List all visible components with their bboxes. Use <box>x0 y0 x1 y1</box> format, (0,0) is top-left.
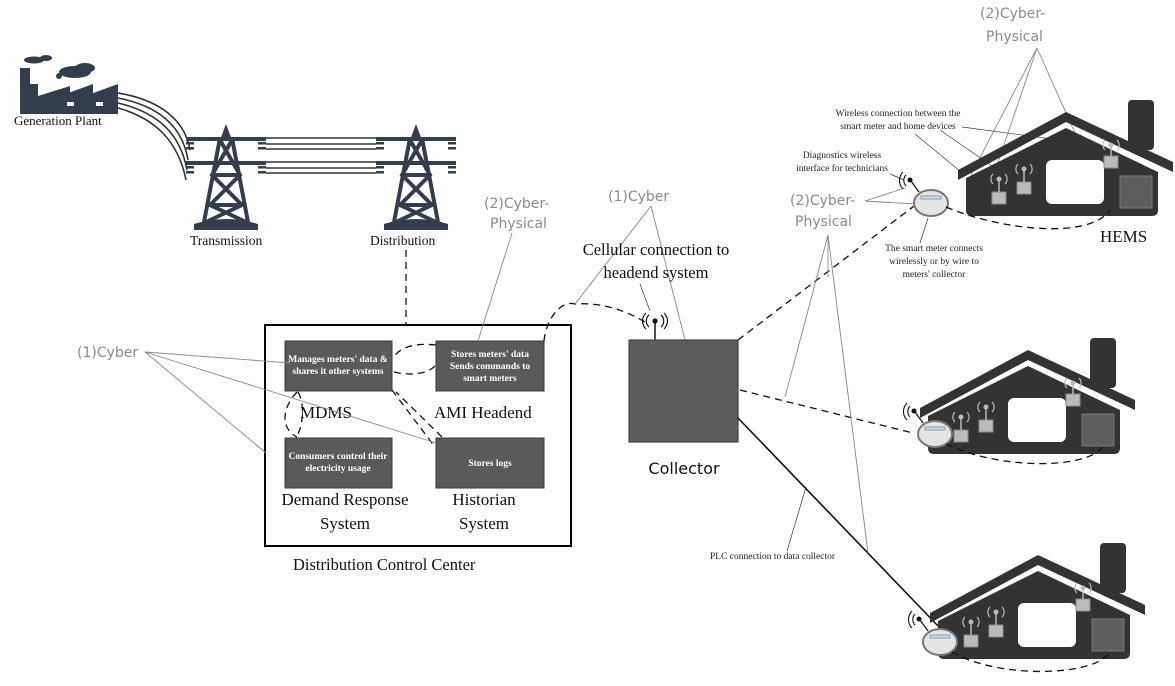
transmission-wires <box>266 137 376 174</box>
wireless-note-1: Wireless connection between the <box>836 109 961 119</box>
smart-meter-1-icon[interactable] <box>898 171 949 217</box>
dr-description-1: Consumers control their <box>288 452 388 462</box>
diagnostics-note-2: interface for technicians <box>796 163 888 174</box>
cyber-physical-annotation-top-1: (2)Cyber- <box>980 6 1045 22</box>
mdms-description-1: Manages meters' data & <box>288 355 388 365</box>
plc-note: PLC connection to data collector <box>710 552 836 562</box>
meter-note-2: wirelessly or by wire to <box>889 257 979 267</box>
hems-link-1 <box>945 206 1111 230</box>
home-1-icon <box>957 99 1174 217</box>
ami-description-3: smart meters <box>463 374 517 384</box>
generation-wires <box>117 92 191 181</box>
cellular-note-2: headend system <box>604 263 709 282</box>
hems-link-2 <box>945 443 1105 465</box>
collector-box[interactable] <box>628 339 739 443</box>
cellular-note-1: Cellular connection to <box>583 240 730 259</box>
cyber-annotation-top: (1)Cyber <box>608 189 669 205</box>
plc-link-home-3 <box>737 417 941 629</box>
historian-label-2: System <box>459 514 509 533</box>
ami-description-2: Sends commands to <box>450 362 530 372</box>
collector-antenna-icon <box>642 312 668 340</box>
control-center-title: Distribution Control Center <box>293 555 476 574</box>
distribution-tower-icon <box>374 122 458 232</box>
control-center-frame <box>264 324 572 547</box>
dr-description-2: electricity usage <box>305 464 370 474</box>
cyber-physical-leaders-mid <box>784 187 916 554</box>
demand-response-box[interactable]: Consumers control their electricity usag… <box>284 437 393 489</box>
wireless-note-2: smart meter and home devices <box>840 122 956 132</box>
generation-plant-icon <box>20 55 118 114</box>
cyber-physical-annotation-center-1: (2)Cyber- <box>484 196 549 212</box>
collector-link-home-2 <box>739 389 914 434</box>
cyber-physical-annotation-mid-2: Physical <box>795 214 852 230</box>
hems-label: HEMS <box>1100 227 1147 246</box>
mdms-box[interactable]: Manages meters' data & shares it other s… <box>284 340 393 392</box>
cellular-link <box>543 302 646 342</box>
wireless-note-leaders <box>914 126 1076 177</box>
historian-box[interactable]: Stores logs <box>435 437 545 489</box>
home-3-icon <box>929 542 1146 660</box>
transmission-tower-icon <box>186 124 266 230</box>
collector-label: Collector <box>648 459 720 478</box>
cyber-physical-annotation-mid-1: (2)Cyber- <box>790 193 855 209</box>
plc-note-leader <box>786 486 807 552</box>
mdms-label: MDMS <box>300 403 352 422</box>
ami-headend-box[interactable]: Stores meters' data Sends commands to sm… <box>435 340 545 392</box>
meter-note-leader <box>919 217 929 244</box>
cyber-annotation-left: (1)Cyber <box>77 345 138 361</box>
diagnostics-note-leader <box>889 173 905 181</box>
ami-headend-label: AMI Headend <box>434 403 532 422</box>
historian-description: Stores logs <box>468 459 512 469</box>
cyber-leader-lines-left <box>144 351 437 454</box>
meter-note-1: The smart meter connects <box>885 244 983 254</box>
mdms-description-2: shares it other systems <box>292 367 384 377</box>
demand-response-label-1: Demand Response <box>281 490 408 509</box>
demand-response-label-2: System <box>320 514 370 533</box>
internal-links <box>284 343 443 448</box>
transmission-label: Transmission <box>190 233 263 248</box>
cyber-leader-lines-top <box>574 205 686 341</box>
cellular-note-leader <box>639 283 651 312</box>
ami-description-1: Stores meters' data <box>451 350 529 360</box>
cyber-physical-leader-center <box>477 232 513 342</box>
cyber-physical-annotation-center-2: Physical <box>490 216 547 232</box>
cyber-physical-annotation-top-2: Physical <box>986 29 1043 45</box>
distribution-label: Distribution <box>370 233 436 248</box>
historian-label-1: Historian <box>452 490 516 509</box>
hems-link-3 <box>951 650 1111 673</box>
diagnostics-note-1: Diagnostics wireless <box>803 151 882 161</box>
generation-plant-label: Generation Plant <box>14 113 102 128</box>
meter-note-3: meters' collector <box>903 270 966 280</box>
